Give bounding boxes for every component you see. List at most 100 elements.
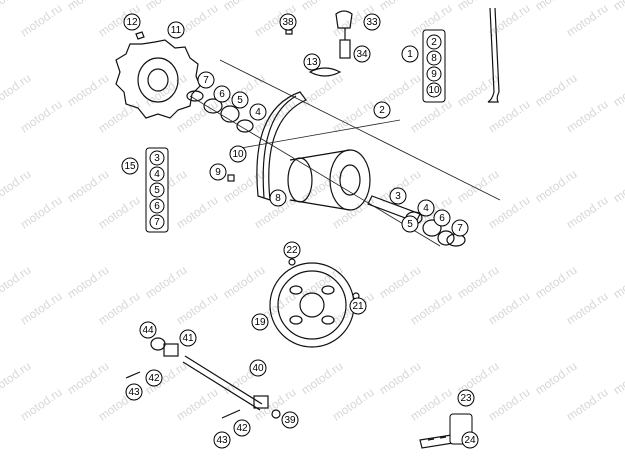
- axle-nut: [150, 337, 166, 351]
- watermark-text: motod.ru: [533, 71, 580, 110]
- callout-1: 1: [401, 45, 419, 63]
- watermark-text: motod.ru: [486, 385, 533, 424]
- chain-adjuster-right: [253, 395, 269, 409]
- callout-5: 5: [231, 91, 249, 109]
- watermark-text: motod.ru: [455, 167, 502, 206]
- watermark-text: motod.ru: [174, 289, 221, 328]
- watermark-text: motod.ru: [143, 71, 190, 110]
- brake-disc: [115, 39, 201, 119]
- callout-41: 41: [179, 329, 197, 347]
- callout-label: 21: [352, 301, 364, 312]
- callout-label: 41: [182, 333, 194, 344]
- callout-42: 42: [233, 419, 251, 437]
- callout-9: 9: [209, 163, 227, 181]
- watermark-text: motod.ru: [611, 0, 625, 13]
- callout-label: 42: [236, 423, 248, 434]
- callout-22: 22: [283, 241, 301, 259]
- watermark-text: motod.ru: [330, 193, 377, 232]
- callout-label: 34: [356, 49, 368, 60]
- callout-3: 3: [389, 187, 407, 205]
- callout-label: 40: [252, 363, 264, 374]
- callout-label: 7: [457, 223, 463, 234]
- watermark-text: motod.ru: [408, 97, 455, 136]
- watermark-text: motod.ru: [408, 289, 455, 328]
- watermark-text: motod.ru: [330, 97, 377, 136]
- callout-label: 10: [232, 149, 244, 160]
- watermark-text: motod.ru: [143, 0, 190, 13]
- valve-stem: [335, 10, 353, 59]
- group-item-6: 6: [149, 198, 165, 214]
- group-item-label: 5: [154, 185, 160, 196]
- watermark-text: motod.ru: [65, 0, 112, 13]
- watermark-text: motod.ru: [18, 289, 65, 328]
- callout-label: 23: [460, 393, 472, 404]
- watermark-text: motod.ru: [65, 359, 112, 398]
- group-item-label: 10: [428, 85, 440, 96]
- callout-11: 11: [167, 21, 185, 39]
- valve-cap: [285, 29, 293, 35]
- callout-19: 19: [251, 313, 269, 331]
- callout-4: 4: [249, 103, 267, 121]
- watermark-text: motod.ru: [143, 263, 190, 302]
- watermark-text: motod.ru: [564, 97, 611, 136]
- watermark-text: motod.ru: [65, 167, 112, 206]
- watermark-text: motod.ru: [65, 71, 112, 110]
- group-item-label: 4: [154, 169, 160, 180]
- callout-23: 23: [457, 389, 475, 407]
- watermark-text: motod.ru: [0, 167, 33, 206]
- watermark-text: motod.ru: [486, 97, 533, 136]
- callout-label: 5: [407, 219, 413, 230]
- watermark-text: motod.ru: [96, 193, 143, 232]
- callout-4: 4: [417, 199, 435, 217]
- callout-label: 39: [284, 415, 296, 426]
- rim-tape: [308, 67, 342, 77]
- callout-label: 1: [407, 49, 413, 60]
- spoke: [487, 7, 500, 103]
- group-item-label: 9: [431, 69, 437, 80]
- watermark-text: motod.ru: [564, 385, 611, 424]
- group-item-4: 4: [149, 166, 165, 182]
- watermark-text: motod.ru: [299, 263, 346, 302]
- rear-sprocket: [269, 262, 355, 348]
- callout-43: 43: [125, 383, 143, 401]
- group-item-8: 8: [426, 50, 442, 66]
- group-item-10: 10: [426, 82, 442, 98]
- watermark-text: motod.ru: [299, 0, 346, 13]
- watermark-text: motod.ru: [174, 97, 221, 136]
- callout-39: 39: [281, 411, 299, 429]
- watermark-text: motod.ru: [174, 193, 221, 232]
- watermark-text: motod.ru: [611, 263, 625, 302]
- callout-label: 33: [366, 17, 378, 28]
- callout-13: 13: [303, 53, 321, 71]
- watermark-text: motod.ru: [533, 0, 580, 13]
- watermark-text: motod.ru: [174, 385, 221, 424]
- callout-label: 5: [237, 95, 243, 106]
- group-item-9: 9: [426, 66, 442, 82]
- group-item-7: 7: [149, 214, 165, 230]
- watermark-text: motod.ru: [299, 359, 346, 398]
- callout-label: 8: [275, 193, 281, 204]
- adjuster-screw-2: [221, 409, 241, 419]
- callout-label: 3: [395, 191, 401, 202]
- callout-12: 12: [123, 13, 141, 31]
- left-bearing-set: [186, 59, 501, 247]
- watermark-text: motod.ru: [18, 1, 65, 40]
- callout-40: 40: [249, 359, 267, 377]
- watermark-text: motod.ru: [65, 263, 112, 302]
- group-item-5: 5: [149, 182, 165, 198]
- callout-15: 15: [121, 157, 139, 175]
- group-box-15: 3 4 5 67: [145, 147, 169, 233]
- callout-label: 6: [439, 213, 445, 224]
- watermark-text: motod.ru: [564, 193, 611, 232]
- spoke-nipple: [227, 174, 235, 182]
- group-item-3: 3: [149, 150, 165, 166]
- watermark-text: motod.ru: [0, 0, 33, 13]
- callout-44: 44: [139, 321, 157, 339]
- watermark-text: motod.ru: [96, 97, 143, 136]
- callout-7: 7: [451, 219, 469, 237]
- callout-label: 19: [254, 317, 266, 328]
- callout-label: 42: [148, 373, 160, 384]
- callout-38: 38: [279, 13, 297, 31]
